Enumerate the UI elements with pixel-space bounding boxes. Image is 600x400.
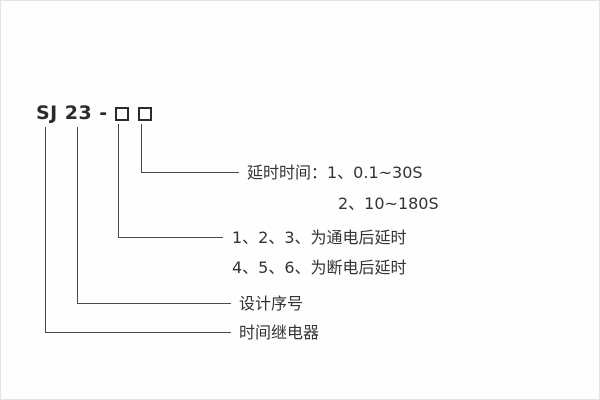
model-designation: SJ 23 - (36, 102, 152, 124)
design-serial-label: 设计序号 (239, 294, 304, 313)
connector-line-delay-time (141, 124, 239, 173)
delay-time-label-line2: 2、10~180S (338, 194, 439, 213)
power-off-delay-label: 4、5、6、为断电后延时 (232, 258, 407, 277)
connector-line-time-relay (45, 127, 231, 333)
model-placeholder-box-1 (114, 106, 129, 121)
delay-time-label-line1: 延时时间：1、0.1~30S (247, 163, 423, 182)
model-placeholder-box-2 (137, 106, 152, 121)
connector-line-delay-mode (118, 124, 223, 238)
time-relay-label: 时间继电器 (239, 323, 320, 342)
power-on-delay-label: 1、2、3、为通电后延时 (232, 228, 407, 247)
model-dash: - (99, 102, 108, 124)
connector-line-design-serial (77, 127, 231, 304)
model-prefix: SJ (36, 102, 58, 124)
model-series-number: 23 (64, 102, 93, 124)
